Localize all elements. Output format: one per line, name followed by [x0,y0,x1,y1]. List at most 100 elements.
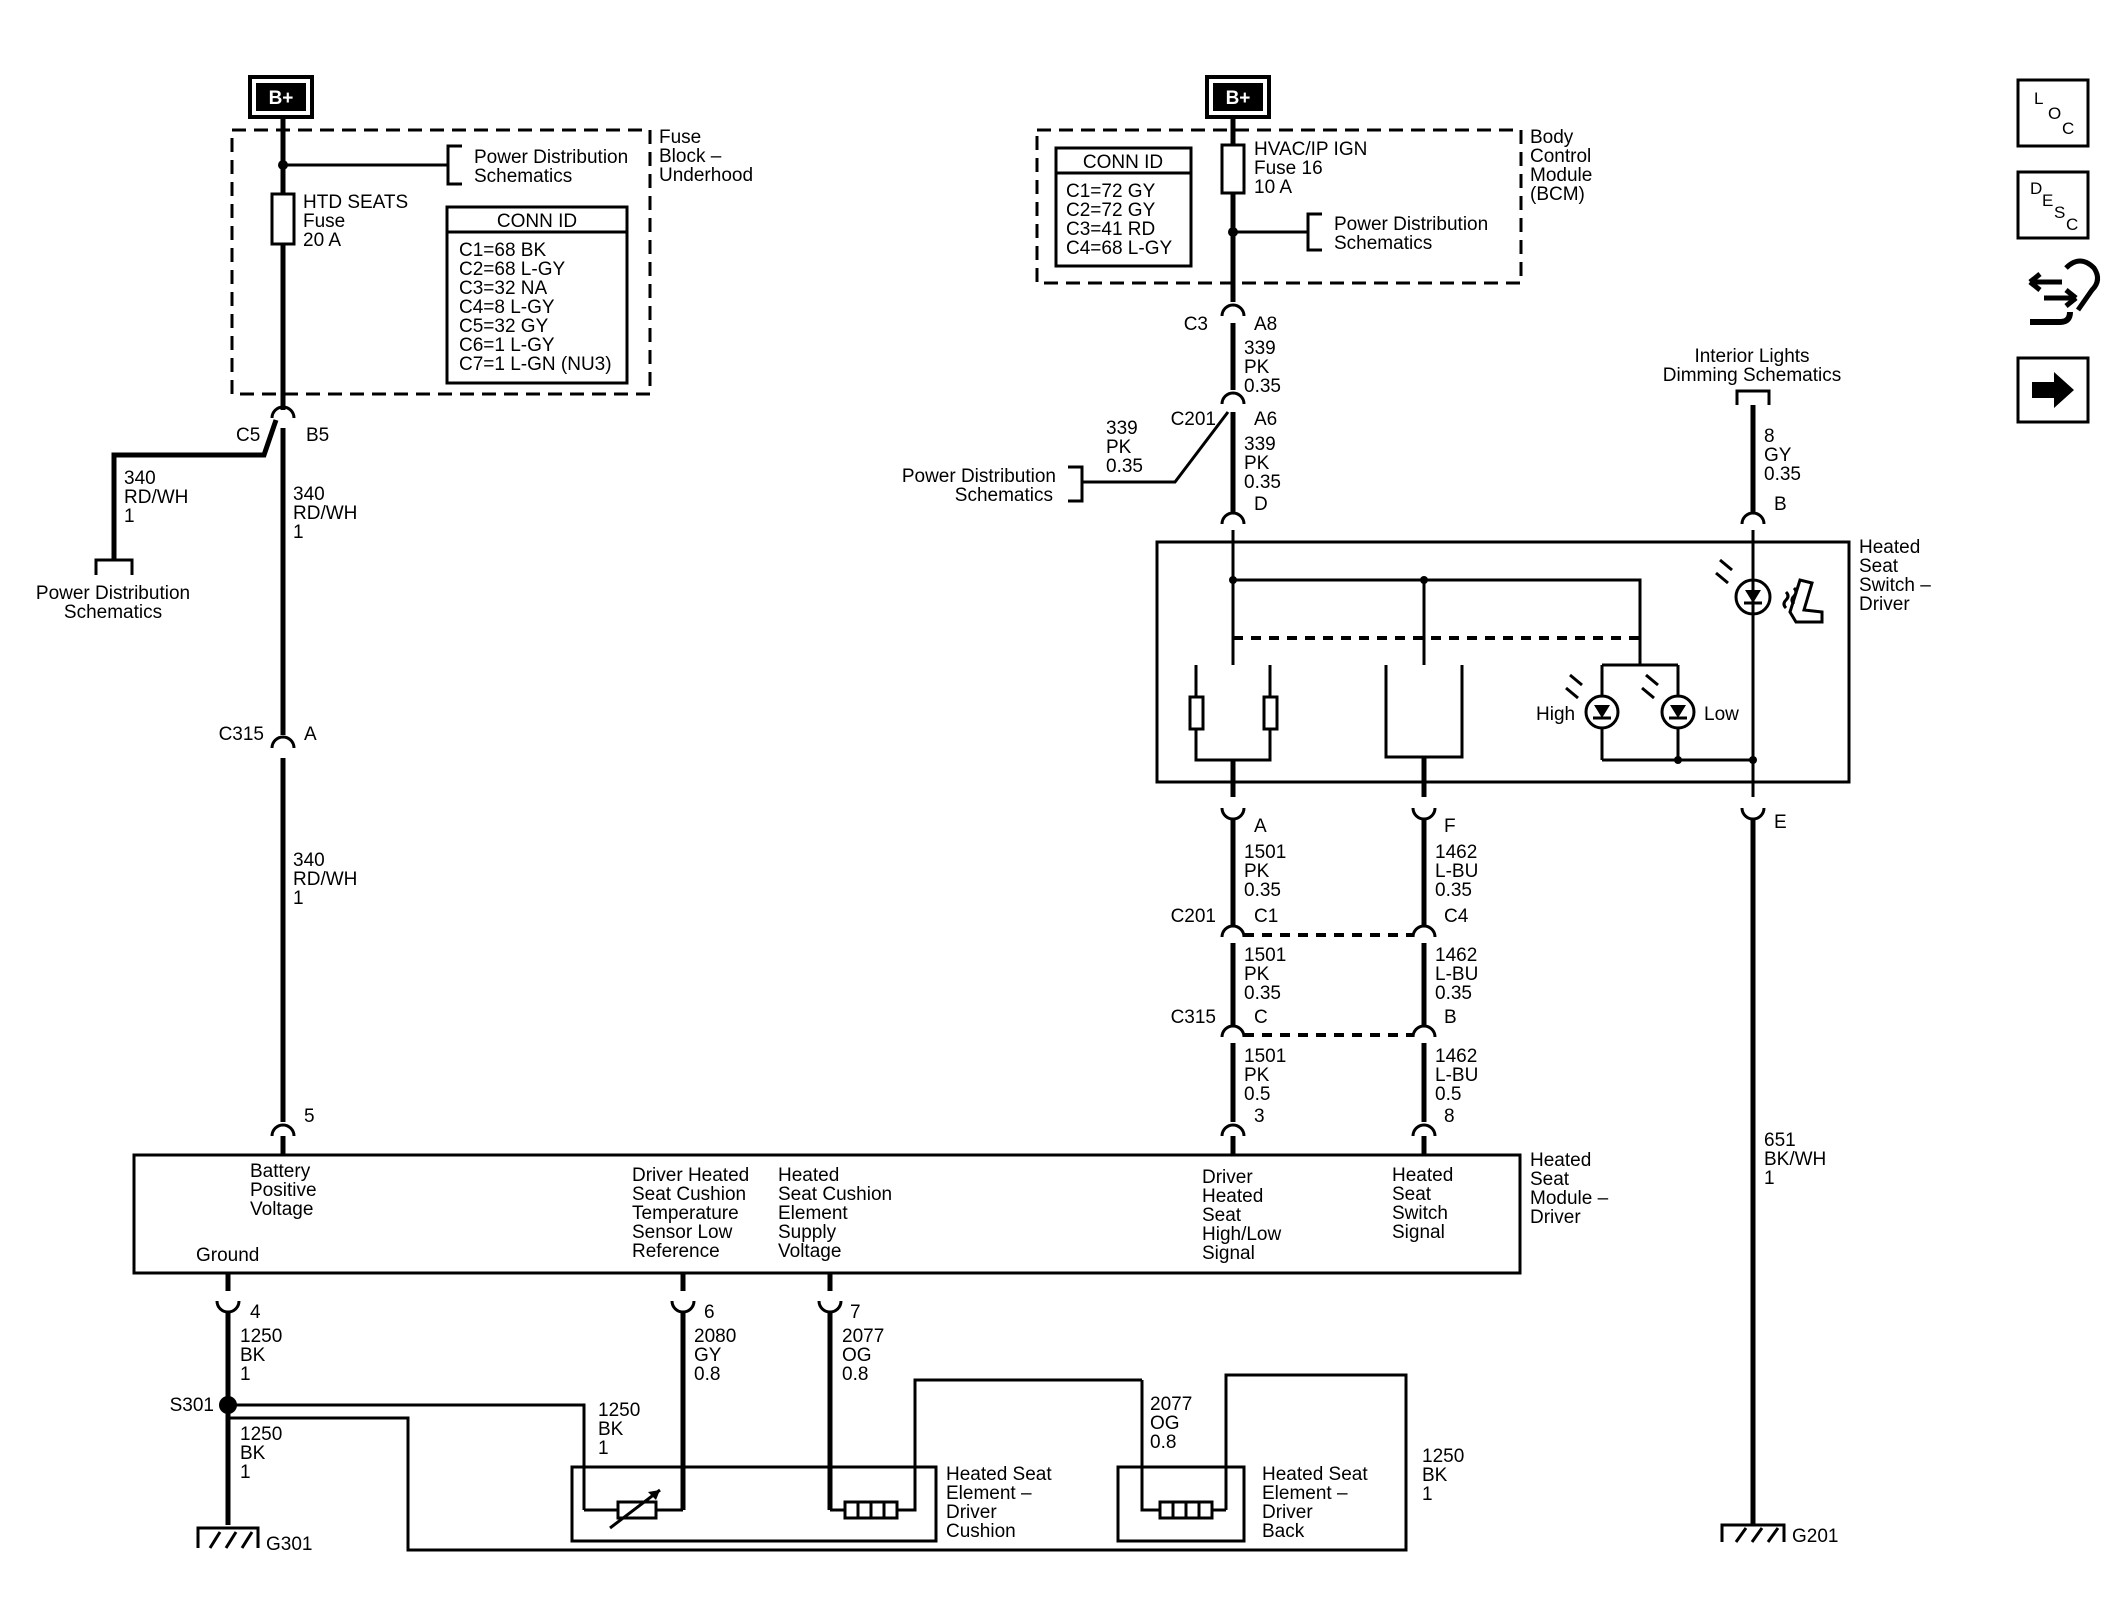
c201-branch-wire [1082,411,1230,484]
branch-339-label: PK [1106,437,1132,458]
desc-icon[interactable]: D E S C [2016,170,2090,240]
a8-label: A8 [1254,314,1277,335]
left-pd-ref-1: Power Distribution [474,147,628,168]
temperature-sensor-icon [609,1488,661,1530]
loc-icon[interactable]: L O C [2016,78,2090,148]
svg-text:O: O [2048,104,2061,123]
wire-1462-label: L-BU [1435,1065,1478,1086]
pin-5-label: 5 [304,1106,315,1127]
cushion-element-box [570,1465,938,1543]
heated-seat-icon [1782,578,1824,624]
b5-label: B5 [306,425,329,446]
pin-3-connector [1220,1123,1246,1137]
pin-b-label: B [1774,494,1787,515]
supply-voltage-label: Voltage [778,1241,841,1262]
wire-1462-label: 0.35 [1435,880,1472,901]
c315-left-pin: A [304,724,317,745]
wire-1501-label: PK [1244,1065,1270,1086]
svg-text:L: L [2034,89,2043,108]
left-fuse-block-label-1: Fuse [659,127,701,148]
wire-2077-label: 0.8 [842,1364,868,1385]
high-low-signal-label: Driver [1202,1167,1253,1188]
c201-top-label: C201 [1171,409,1216,430]
wire-339-label: 339 [1244,338,1276,359]
s301-label: S301 [170,1395,214,1416]
svg-text:C: C [2066,215,2078,234]
htd-fuse-1: HTD SEATS [303,192,408,213]
svg-text:C: C [2062,119,2074,138]
left-fuse-block-label-2: Block – [659,146,722,167]
wire-1250-sensor-label: BK [598,1419,624,1440]
wire-340-label: RD/WH [293,503,357,524]
c3-label: C3 [1184,314,1208,335]
temp-ref-label: Seat Cushion [632,1184,746,1205]
pin-5-connector [270,1123,296,1137]
left-conn-id-table: CONN ID C1=68 BK C2=68 L-GY C3=32 NA C4=… [445,205,629,385]
wire-340-label: 340 [293,484,325,505]
left-conn-row: C6=1 L-GY [459,335,555,356]
g301-label: G301 [266,1534,312,1555]
switch-label: Driver [1859,594,1910,615]
connector-icon[interactable] [2028,258,2100,325]
left-conn-row: C2=68 L-GY [459,259,565,280]
wire-1250-label: 1 [240,1462,251,1483]
bcm-label: (BCM) [1530,184,1585,205]
bcm-outline [1035,128,1523,285]
b-label: B [1444,1007,1457,1028]
high-low-signal-label: High/Low [1202,1224,1281,1245]
wire-340-label: RD/WH [293,869,357,890]
wire-1501-label: 0.35 [1244,983,1281,1004]
pin-e-label: E [1774,812,1787,833]
wire-1501-label: 0.35 [1244,880,1281,901]
wire-339-label: 339 [1244,434,1276,455]
wire-1250-label: BK [240,1443,266,1464]
high-low-signal-label: Signal [1202,1243,1255,1264]
switch-label: Heated [1859,537,1920,558]
branch-pd-bracket [1068,465,1084,503]
left-pd-bracket [446,144,462,186]
high-low-signal-label: Heated [1202,1186,1263,1207]
right-pd-bracket [1306,212,1322,252]
back-element-label: Heated Seat [1262,1464,1368,1485]
wire-2080-label: GY [694,1345,722,1366]
c315-b-connector [1411,1024,1437,1038]
wire-2077-back-label: 0.8 [1150,1432,1176,1453]
supply-voltage-label: Heated [778,1165,839,1186]
module-label: Seat [1530,1169,1570,1190]
module-ground-label: Ground [196,1245,259,1266]
right-pd-ref: Power Distribution [1334,214,1488,235]
c315-left-connector [270,735,296,749]
high-low-signal-label: Seat [1202,1205,1242,1226]
back-element-label: Back [1262,1521,1305,1542]
left-conn-row: C4=8 L-GY [459,297,555,318]
pin-e-connector [1740,807,1766,821]
wire-1250-return-label: 1 [1422,1484,1433,1505]
switch-label: Seat [1859,556,1899,577]
wire-2080-label: 2080 [694,1326,736,1347]
switch-signal-label: Heated [1392,1165,1453,1186]
bcm-label: Control [1530,146,1591,167]
right-conn-row: C2=72 GY [1066,200,1156,221]
wire-1501-label: 1501 [1244,842,1286,863]
c1-label: C1 [1254,906,1278,927]
back-element-box [1116,1465,1246,1543]
right-conn-row: C4=68 L-GY [1066,238,1172,259]
pin-4-label: 4 [250,1302,261,1323]
left-pd-ref-2: Schematics [474,166,572,187]
wire-1250-label: 1 [240,1364,251,1385]
wire-651-label: 1 [1764,1168,1775,1189]
wire-339-label: 0.35 [1244,376,1281,397]
next-arrow-icon[interactable] [2016,356,2090,424]
pin-4-connector [215,1300,241,1314]
supply-voltage-label: Seat Cushion [778,1184,892,1205]
svg-text:D: D [2030,179,2042,198]
branch-wire-label: RD/WH [124,487,188,508]
hvac-fuse [1220,143,1246,195]
module-label: Module – [1530,1188,1609,1209]
bcm-label: Body [1530,127,1574,148]
left-b-plus: B+ [269,88,294,109]
g201-ground-icon [1720,1523,1786,1543]
svg-text:S: S [2054,203,2065,222]
hvac-fuse-label: 10 A [1254,177,1292,198]
branch-pd-ref: Power Distribution [902,466,1056,487]
